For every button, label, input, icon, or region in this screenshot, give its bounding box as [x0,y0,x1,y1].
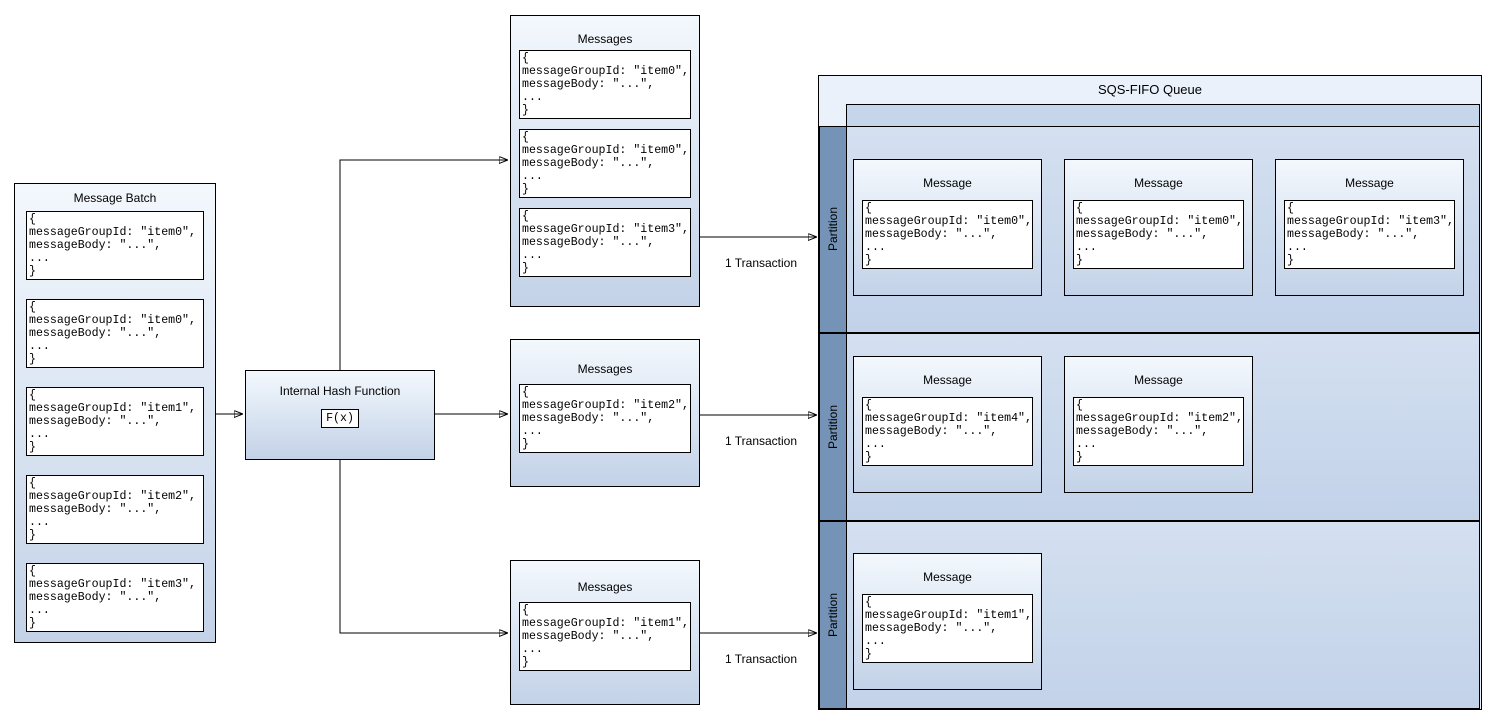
hash-function-title: Internal Hash Function [279,384,401,398]
message-json-card: { messageGroupId: "item2", messageBody: … [1073,397,1244,466]
arrow-hash-to-stack-3 [339,460,507,633]
partition-lane-3: Partition Message { messageGroupId: "ite… [819,521,1480,709]
partition-lane-1-messages: Message { messageGroupId: "item0", messa… [847,127,1479,332]
message-json-card: { messageGroupId: "item4", messageBody: … [862,397,1033,466]
transaction-label-1: 1 Transaction [724,256,798,270]
transaction-label-3: 1 Transaction [724,652,798,666]
message-json-card: { messageGroupId: "item1", messageBody: … [519,602,691,671]
message-json-card: { messageGroupId: "item1", messageBody: … [862,594,1033,663]
message-json-card: { messageGroupId: "item1", messageBody: … [26,387,204,456]
transaction-label-2: 1 Transaction [724,434,798,448]
messages-stack-3: Messages { messageGroupId: "item1", mess… [510,560,700,705]
message-json-card: { messageGroupId: "item2", messageBody: … [26,475,204,544]
partition-lane-2-band: Partition [820,334,847,520]
queue-message-title: Message [1134,373,1183,387]
queue-message-box: Message { messageGroupId: "item0", messa… [853,159,1042,296]
message-batch-box: Message Batch { messageGroupId: "item0",… [14,183,216,643]
queue-message-box: Message { messageGroupId: "item0", messa… [1064,159,1253,296]
message-json-card: { messageGroupId: "item0", messageBody: … [519,129,691,198]
message-json-card: { messageGroupId: "item0", messageBody: … [26,211,204,280]
queue-message-box: Message { messageGroupId: "item4", messa… [853,356,1042,493]
partition-lane-3-band: Partition [820,522,847,708]
message-batch-cards: { messageGroupId: "item0", messageBody: … [26,211,204,632]
messages-stack-2: Messages { messageGroupId: "item2", mess… [510,339,700,487]
queue-message-title: Message [1134,176,1183,190]
message-json-card: { messageGroupId: "item2", messageBody: … [519,384,691,453]
message-json-card: { messageGroupId: "item0", messageBody: … [1073,200,1244,269]
queue-message-title: Message [1345,176,1394,190]
messages-stack-2-cards: { messageGroupId: "item2", messageBody: … [519,384,691,453]
messages-stack-2-title: Messages [577,362,633,376]
sqs-fifo-queue-container: SQS-FIFO Queue Partition Message { messa… [818,75,1482,710]
partition-label: Partition [826,207,840,252]
queue-message-title: Message [923,570,972,584]
message-json-card: { messageGroupId: "item3", messageBody: … [519,208,691,277]
partition-lane-1-band: Partition [820,127,847,332]
message-batch-title: Message Batch [73,191,157,205]
queue-message-box: Message { messageGroupId: "item1", messa… [853,553,1042,690]
queue-message-box: Message { messageGroupId: "item2", messa… [1064,356,1253,493]
messages-stack-3-title: Messages [577,580,633,594]
message-json-card: { messageGroupId: "item0", messageBody: … [26,299,204,368]
queue-message-title: Message [923,176,972,190]
partition-label: Partition [826,404,840,450]
messages-stack-1: Messages { messageGroupId: "item0", mess… [510,15,700,307]
sqs-fifo-queue-title: SQS-FIFO Queue [1097,82,1203,97]
messages-stack-3-cards: { messageGroupId: "item1", messageBody: … [519,602,691,671]
message-json-card: { messageGroupId: "item0", messageBody: … [519,50,691,119]
partition-lane-2: Partition Message { messageGroupId: "ite… [819,333,1480,521]
hash-function-fx-label: F(x) [321,409,359,428]
partition-lane-3-messages: Message { messageGroupId: "item1", messa… [847,522,1479,708]
partition-lane-1: Partition Message { messageGroupId: "ite… [819,126,1480,333]
queue-message-title: Message [923,373,972,387]
message-json-card: { messageGroupId: "item3", messageBody: … [26,563,204,632]
hash-function-box: Internal Hash Function F(x) [245,370,435,460]
message-json-card: { messageGroupId: "item3", messageBody: … [1284,200,1455,269]
partition-label: Partition [826,592,840,638]
messages-stack-1-title: Messages [577,32,633,46]
arrow-hash-to-stack-1 [339,160,507,370]
messages-stack-1-cards: { messageGroupId: "item0", messageBody: … [519,50,691,277]
queue-message-box: Message { messageGroupId: "item3", messa… [1275,159,1464,296]
partition-lane-2-messages: Message { messageGroupId: "item4", messa… [847,334,1479,520]
message-json-card: { messageGroupId: "item0", messageBody: … [862,200,1033,269]
